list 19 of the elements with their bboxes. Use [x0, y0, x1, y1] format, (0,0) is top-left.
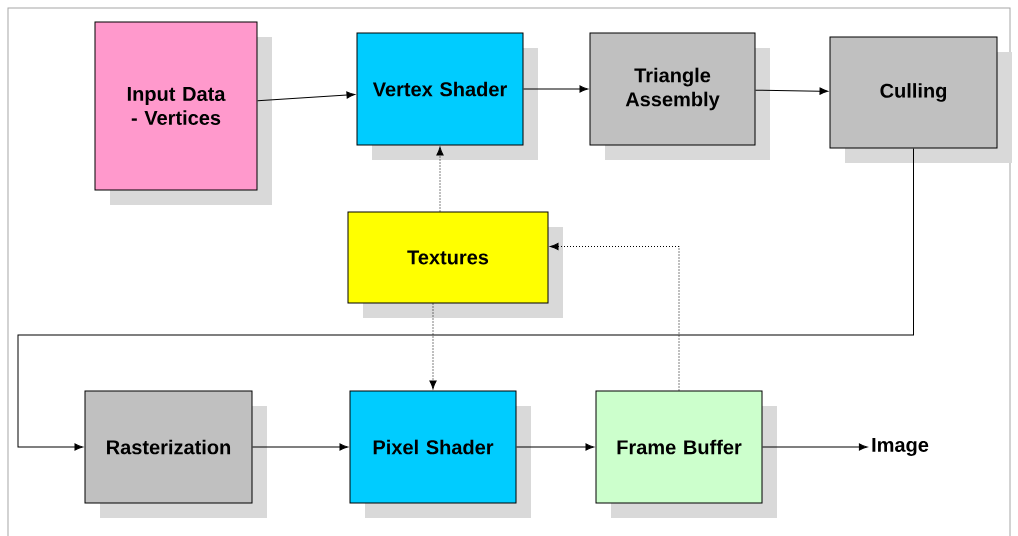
process-box: Vertex Shader [356, 32, 538, 160]
process-box: Input Data - Vertices [94, 21, 272, 205]
arrow [755, 87, 829, 95]
arrow [429, 303, 437, 390]
arrow [516, 443, 595, 451]
arrow [549, 242, 680, 391]
arrow [17, 148, 914, 451]
process-box: Culling [829, 36, 1012, 163]
output-label: Image [872, 438, 929, 456]
process-box: Triangle Assembly [589, 32, 770, 160]
process-box: Pixel Shader [349, 390, 531, 518]
process-box: Frame Buffer [595, 390, 777, 518]
process-box: Textures [347, 211, 563, 318]
arrow [252, 443, 349, 451]
arrow [436, 146, 444, 212]
process-box: Rasterization [84, 390, 267, 518]
arrow [762, 443, 868, 451]
arrow [257, 91, 356, 102]
arrow [523, 85, 589, 93]
